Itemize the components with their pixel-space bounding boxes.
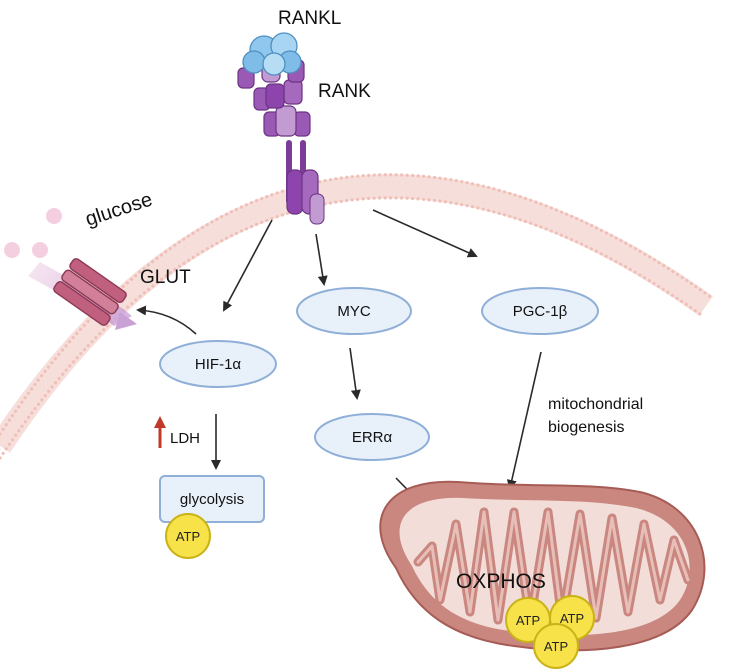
up-arrow-icon [154, 416, 166, 448]
node-err-label: ERRα [352, 429, 393, 446]
atp-glycolysis: ATP [165, 513, 211, 559]
atp-glycolysis-label: ATP [176, 529, 200, 544]
oxphos-label: OXPHOS [456, 570, 546, 593]
mitochondrion-icon [379, 480, 706, 652]
node-err: ERRα [314, 413, 430, 461]
node-myc: MYC [296, 287, 412, 335]
arrow-myc-to-err [349, 347, 361, 400]
rankl-label: RANKL [278, 8, 341, 29]
node-pgc: PGC-1β [481, 287, 599, 335]
glucose-label: glucose [83, 189, 155, 231]
rankl-ligand-icon [242, 32, 302, 76]
arrow-rank-to-pgc [372, 209, 478, 258]
atp-oxphos-2-label: ATP [560, 611, 584, 626]
arrow-pgc-to-mito [506, 351, 542, 490]
node-myc-label: MYC [337, 303, 371, 320]
node-glycolysis-label: glycolysis [180, 491, 244, 508]
glucose-molecules [4, 208, 62, 258]
rank-label: RANK [318, 81, 371, 102]
mito-biogenesis-label-line1: mitochondrial [548, 396, 643, 413]
arrow-rank-to-myc [315, 233, 328, 286]
node-hif: HIF-1α [159, 340, 277, 388]
rank-receptor-icon [237, 55, 325, 225]
node-glycolysis: glycolysis [159, 475, 265, 523]
pathway-arrows [136, 209, 542, 522]
mito-biogenesis-label-line2: biogenesis [548, 419, 625, 436]
ldh-label: LDH [170, 430, 200, 447]
node-pgc-label: PGC-1β [513, 303, 568, 320]
arrow-rank-to-hif [223, 219, 273, 312]
atp-oxphos-3: ATP [533, 623, 579, 669]
arrow-hif-to-glut [136, 305, 197, 335]
atp-oxphos-3-label: ATP [544, 639, 568, 654]
atp-oxphos-1-label: ATP [516, 613, 540, 628]
glut-transporter-icon [28, 258, 137, 330]
glut-label: GLUT [140, 267, 191, 288]
node-hif-label: HIF-1α [195, 356, 242, 373]
